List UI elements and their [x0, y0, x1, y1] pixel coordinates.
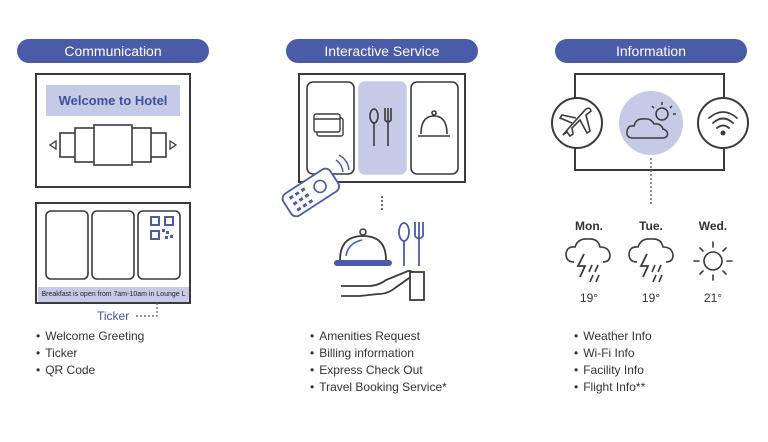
welcome-banner: Welcome to Hotel	[46, 85, 180, 116]
list-item: Welcome Greeting	[36, 328, 144, 345]
list-item: Weather Info	[574, 328, 651, 345]
tv-screen-welcome	[35, 73, 191, 188]
list-item: Express Check Out	[310, 362, 447, 379]
ticker-bar: Breakfast is open from 7am-10am in Loung…	[38, 287, 189, 302]
forecast-temp-wed: 21°	[703, 291, 723, 305]
information-feature-list: Weather Info Wi-Fi Info Facility Info Fl…	[574, 328, 652, 396]
airplane-icon	[558, 107, 592, 138]
cutlery-icon	[369, 108, 392, 146]
list-item: QR Code	[36, 362, 144, 379]
wifi-icon	[708, 111, 738, 136]
information-header: Information	[555, 39, 747, 63]
interactive-feature-list: Amenities Request Billing information Ex…	[310, 328, 447, 396]
forecast-day-mon: Mon.	[575, 219, 603, 233]
arrow-left-icon	[48, 139, 57, 151]
arrow-right-icon	[169, 139, 178, 151]
forecast-temp-tue: 19°	[641, 291, 661, 305]
list-item: Amenities Request	[310, 328, 447, 345]
screen-frame-bottom	[574, 148, 725, 171]
list-item: Flight Info**	[574, 379, 652, 396]
tv-screen-ticker	[35, 202, 191, 304]
forecast-day-tue: Tue.	[639, 219, 663, 233]
interactive-service-header: Interactive Service	[286, 39, 478, 63]
sun-icon	[693, 241, 733, 281]
qr-code-icon	[150, 216, 174, 240]
list-item: Wi-Fi Info	[574, 345, 652, 362]
communication-feature-list: Welcome Greeting Ticker QR Code	[36, 328, 144, 379]
storm-icon	[565, 238, 611, 283]
forecast-day-wed: Wed.	[698, 219, 728, 233]
carousel-icon	[59, 124, 167, 166]
forecast-temp-mon: 19°	[579, 291, 599, 305]
list-item: Travel Booking Service*	[310, 379, 447, 396]
service-tray-icon	[334, 228, 425, 301]
sun-cloud-icon	[626, 102, 676, 139]
communication-header: Communication	[17, 39, 209, 63]
ticker-callout-line	[134, 303, 158, 317]
panel-3	[137, 210, 181, 280]
storm-icon	[628, 238, 674, 283]
ticker-label: Ticker	[97, 309, 130, 323]
panel-2	[91, 210, 135, 280]
tv-screen-service	[298, 73, 466, 183]
list-item: Billing information	[310, 345, 447, 362]
remote-control-icon	[281, 154, 350, 218]
list-item: Facility Info	[574, 362, 652, 379]
cloche-icon	[418, 110, 450, 137]
wifi-circle	[697, 97, 749, 149]
service-panel-room	[410, 81, 459, 175]
screen-frame-top	[574, 73, 725, 98]
cutlery-icon-large	[398, 222, 424, 266]
cards-icon	[313, 113, 344, 137]
panel-1	[45, 210, 89, 280]
list-item: Ticker	[36, 345, 144, 362]
service-panel-dining	[358, 81, 407, 175]
